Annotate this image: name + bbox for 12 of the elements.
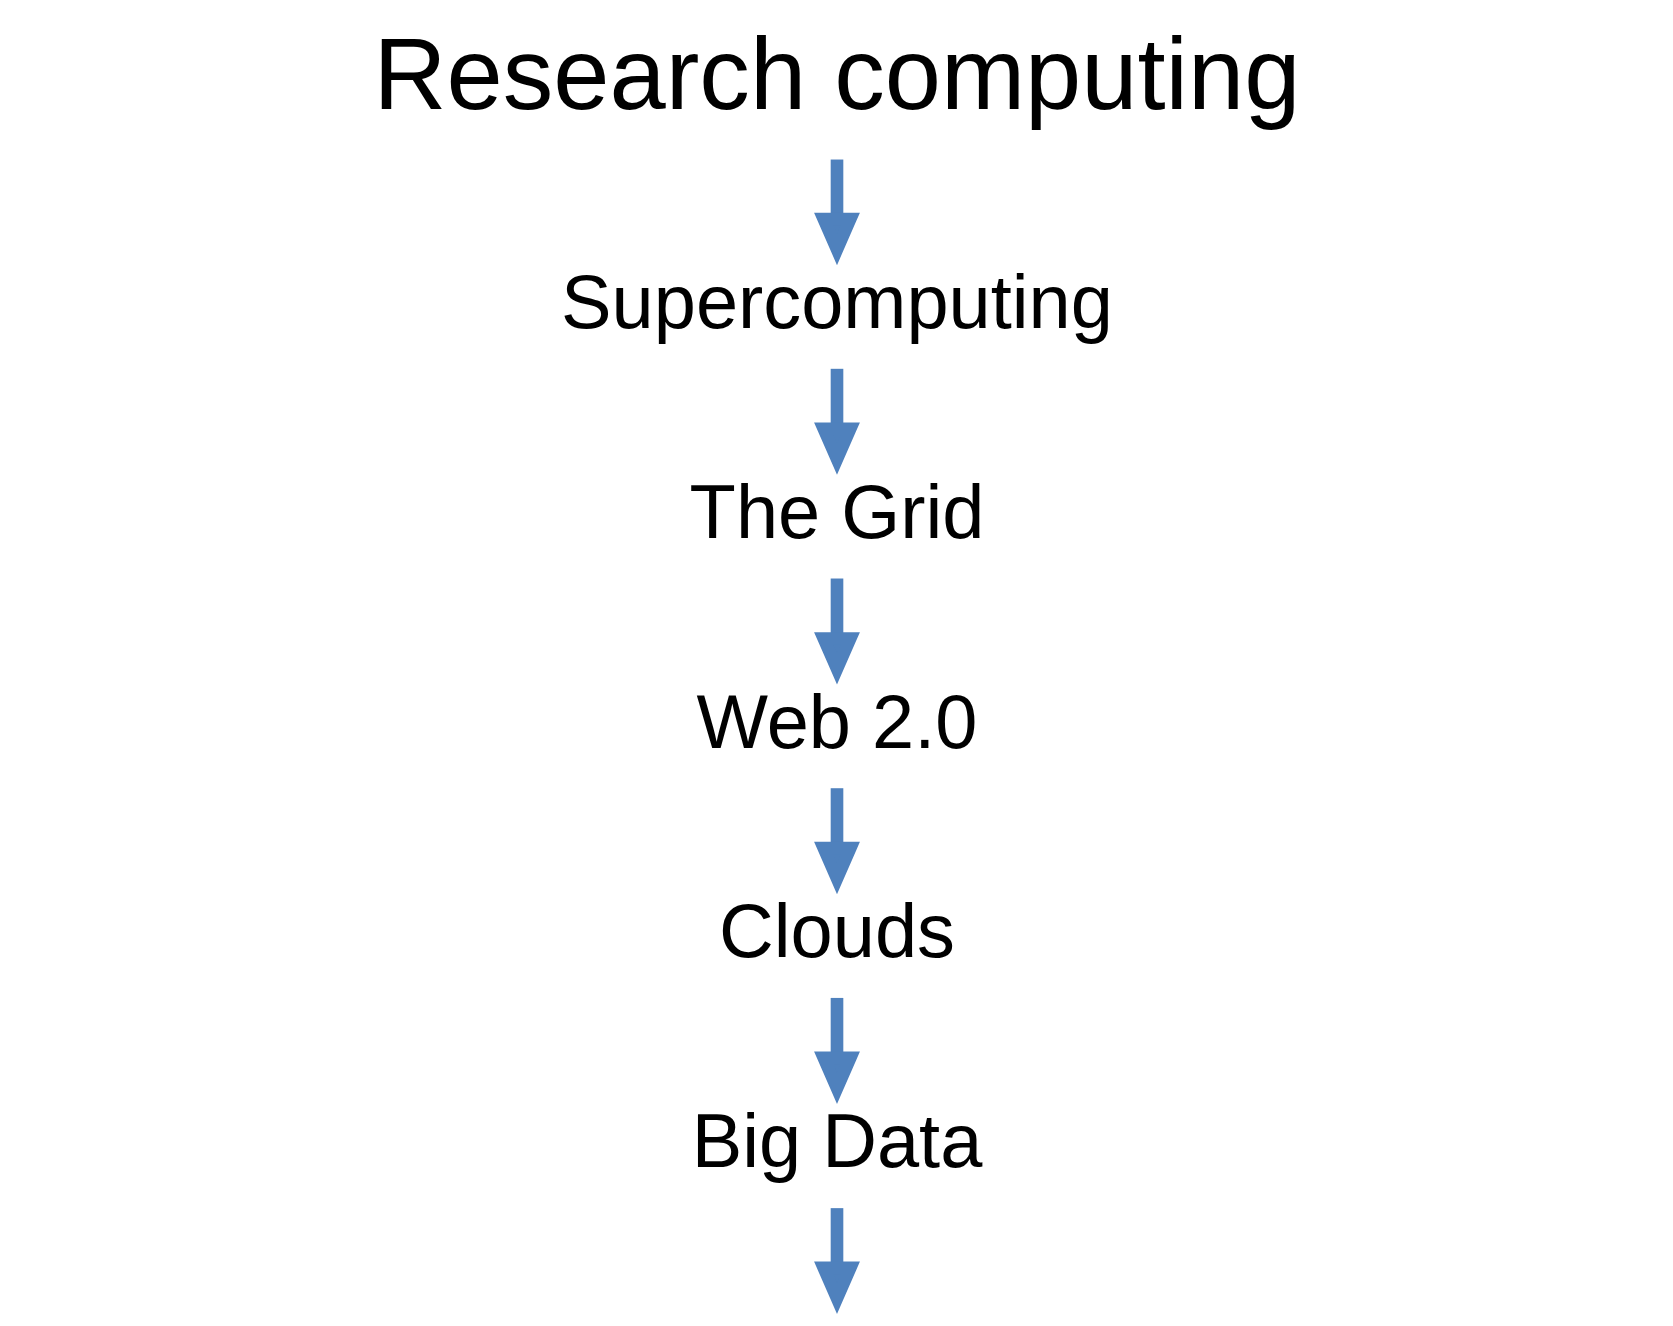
arrow [813, 788, 860, 895]
diagram-title: Research computing [373, 18, 1300, 131]
arrow [813, 159, 860, 266]
arrow [813, 997, 860, 1104]
arrow [813, 578, 860, 685]
node-text: Big Data [691, 1098, 982, 1184]
node-text: Clouds [718, 888, 955, 974]
node-text: The Grid [689, 468, 984, 554]
arrow [813, 1208, 860, 1314]
arrow [813, 368, 860, 475]
node-text: Supercomputing [560, 259, 1113, 345]
node-text: Web 2.0 [696, 678, 977, 764]
